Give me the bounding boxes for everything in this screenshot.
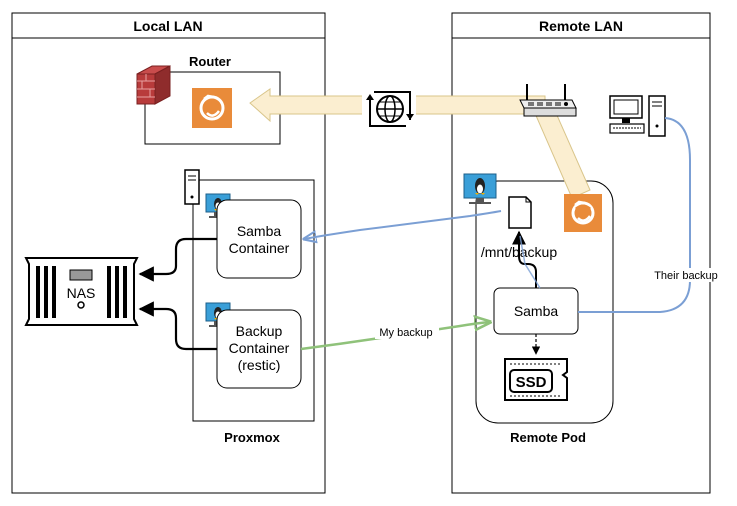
samba-container[interactable]: Samba Container [216, 199, 302, 279]
samba-to-nas-arrow [138, 237, 217, 282]
local-lan-title: Local LAN [133, 18, 202, 34]
backup-container-line1: Backup [236, 323, 283, 339]
wireguard-icon [192, 88, 232, 128]
file-icon [508, 196, 532, 229]
wireguard-icon-remote [564, 194, 602, 232]
remote-mount-to-samba-link [304, 210, 502, 239]
their-backup-label: Their backup [654, 270, 718, 282]
samba-container-line1: Samba [237, 223, 282, 239]
remote-pod-title: Remote Pod [510, 430, 586, 445]
nas-label: NAS [67, 285, 96, 301]
backup-to-nas-arrow [138, 301, 217, 351]
proxmox-title: Proxmox [224, 430, 280, 445]
ssd-icon: SSD [504, 358, 568, 401]
router-title: Router [189, 54, 231, 69]
nas-icon: NAS [24, 257, 139, 326]
my-backup-label: My backup [379, 327, 432, 339]
backup-container-line2: Container [229, 340, 290, 356]
ssd-label: SSD [516, 374, 547, 391]
samba-container-line2: Container [229, 240, 290, 256]
remote-samba-box[interactable]: Samba [493, 287, 579, 335]
remote-lan-title: Remote LAN [539, 18, 623, 34]
backup-container-line3: (restic) [238, 357, 281, 373]
samba-to-mount-arrow [512, 230, 537, 288]
firewall-icon [136, 65, 171, 105]
router-icon [519, 84, 577, 117]
remote-samba-label: Samba [514, 303, 559, 319]
server-tower-icon [184, 169, 200, 205]
backup-container[interactable]: Backup Container (restic) [216, 309, 302, 389]
linux-vm-icon-remote [463, 173, 497, 204]
globe-sync-icon [362, 88, 416, 130]
desktop-pc-icon [609, 95, 666, 137]
